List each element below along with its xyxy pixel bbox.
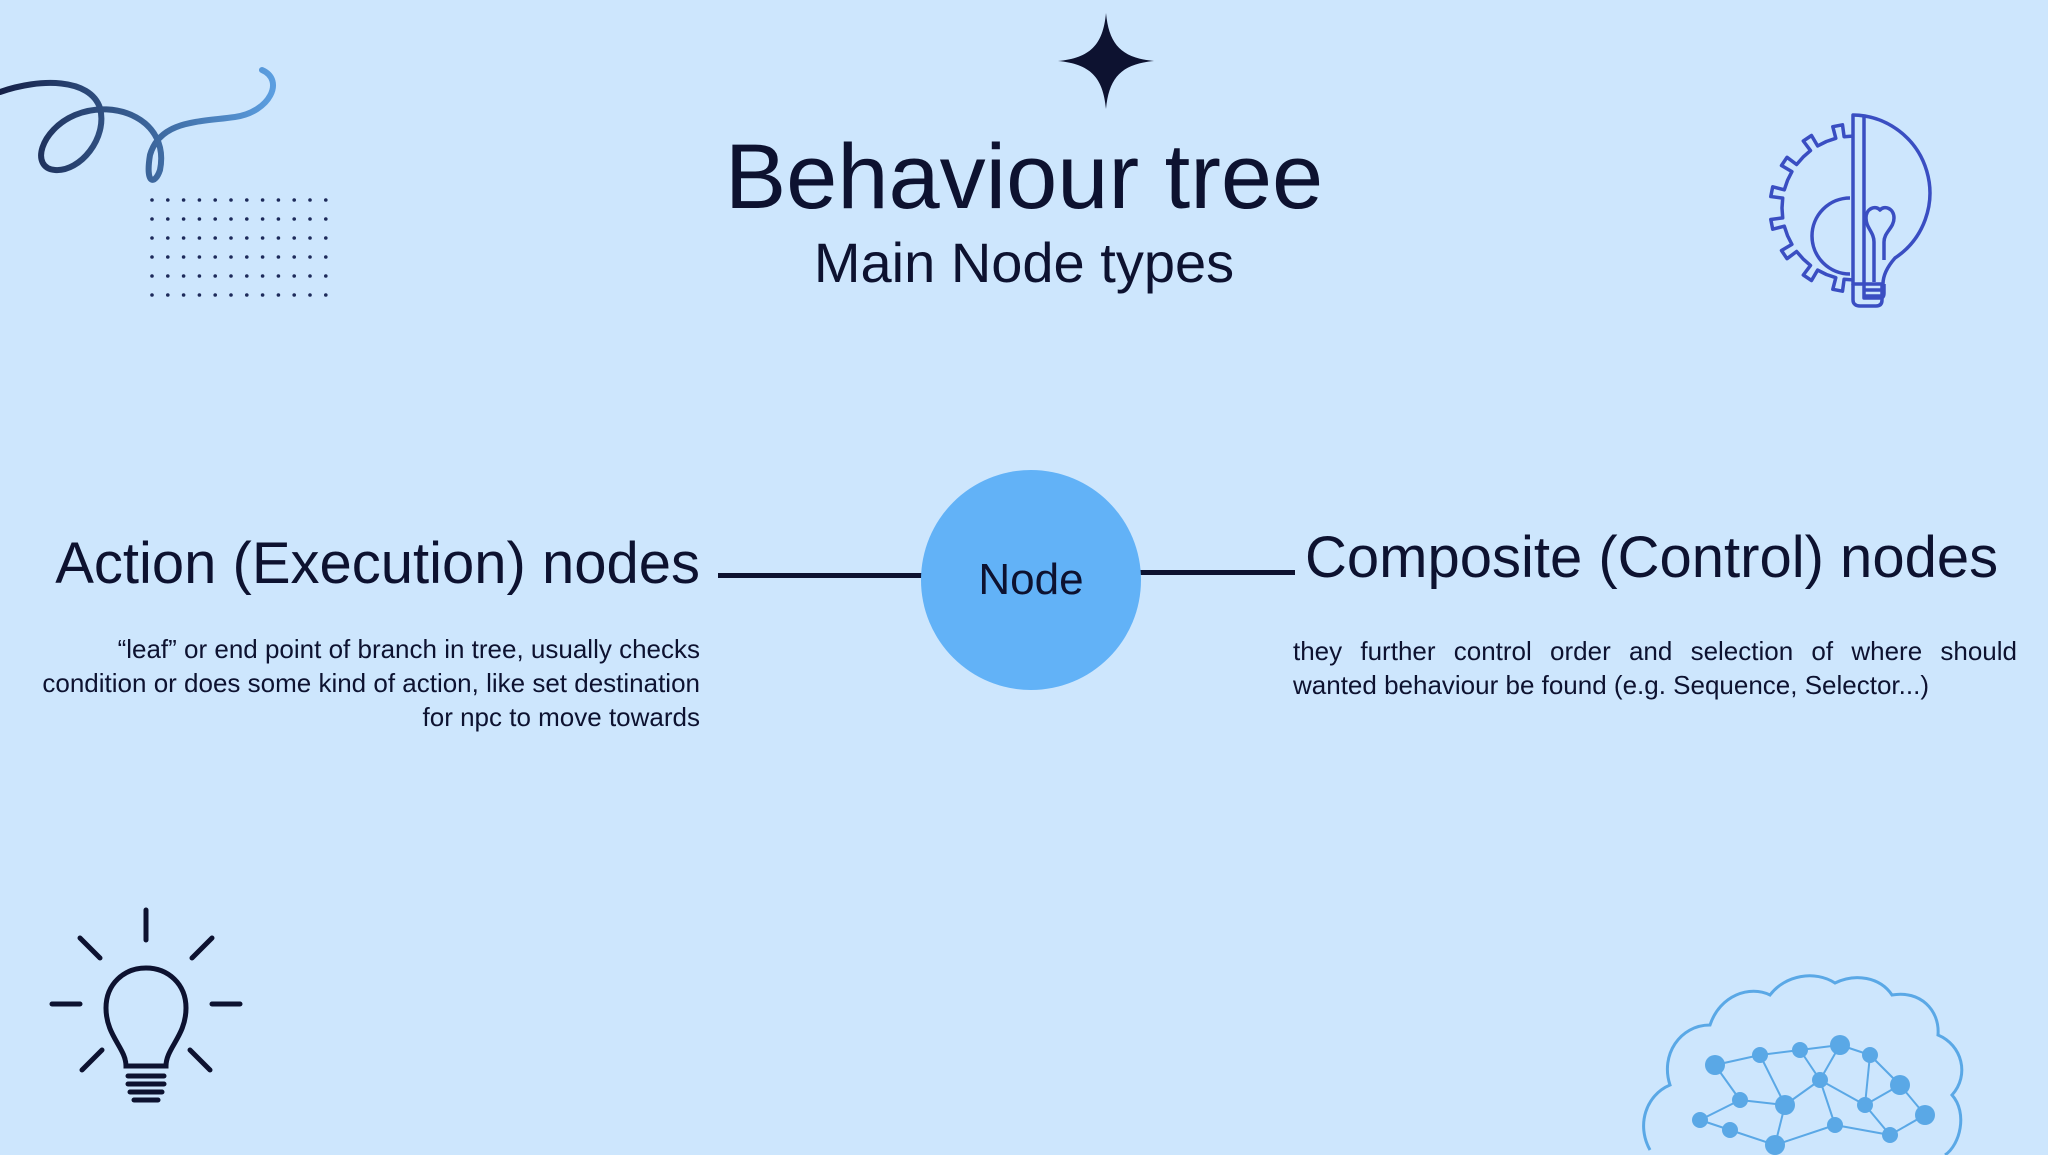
- left-connector-line: [718, 573, 923, 578]
- squiggle-icon: [0, 67, 276, 183]
- composite-nodes-heading: Composite (Control) nodes: [1305, 525, 1999, 590]
- page-subtitle: Main Node types: [813, 231, 1235, 294]
- dot-grid: [150, 198, 328, 297]
- composite-nodes-description: they further control order and selection…: [1293, 636, 2017, 700]
- brain-network-icon: [1642, 974, 1964, 1155]
- center-node-label: Node: [978, 555, 1084, 604]
- right-connector-line: [1139, 570, 1295, 575]
- action-nodes-description: “leaf” or end point of branch in tree, u…: [42, 634, 700, 732]
- sparkle-icon: [1058, 13, 1154, 109]
- gear-lightbulb-icon: [1769, 113, 1932, 308]
- lightbulb-icon: [49, 907, 243, 1103]
- center-node: Node: [921, 470, 1141, 690]
- page-title: Behaviour tree: [724, 126, 1324, 228]
- action-nodes-heading: Action (Execution) nodes: [55, 531, 700, 596]
